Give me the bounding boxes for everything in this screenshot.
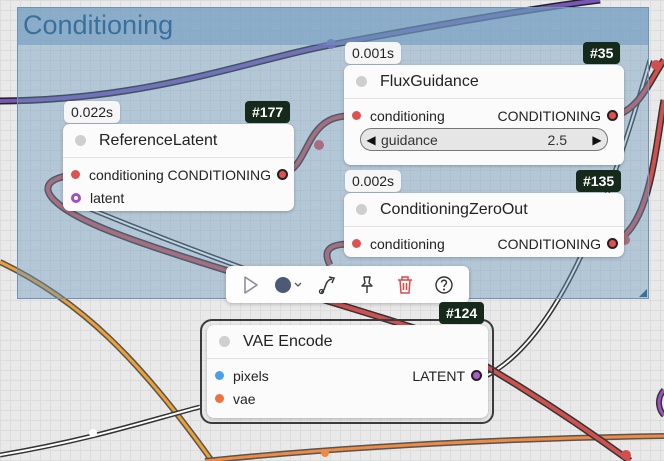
decrement-arrow-icon[interactable]: ◀ [366,132,376,147]
output-slot-conditioning[interactable]: CONDITIONING [498,104,618,127]
node-timing: 0.002s [345,170,402,192]
node-header[interactable]: VAE Encode [207,325,488,359]
pin-icon[interactable] [351,271,383,299]
input-slot-conditioning[interactable]: conditioning [71,163,164,186]
node-title: ConditioningZeroOut [380,200,528,218]
color-picker-icon[interactable] [274,271,306,299]
output-dot-icon[interactable] [607,110,618,121]
input-slot-pixels[interactable]: pixels [215,364,269,387]
slot-label: CONDITIONING [497,107,601,124]
node-title: VAE Encode [243,332,333,350]
increment-arrow-icon[interactable]: ▶ [592,132,602,147]
node-timing: 0.001s [345,42,402,64]
slot-label: pixels [233,367,269,384]
input-dot-icon[interactable] [352,111,361,120]
input-dot-icon[interactable] [215,394,224,403]
slot-label: LATENT [412,367,465,384]
delete-icon[interactable] [389,271,421,299]
node-title: ReferenceLatent [99,131,218,149]
node-header[interactable]: ConditioningZeroOut [344,193,624,227]
slot-label: conditioning [89,166,164,183]
slot-label: conditioning [370,235,445,252]
slot-label: CONDITIONING [497,235,601,252]
collapse-dot-icon[interactable] [356,76,367,87]
input-dot-icon[interactable] [352,239,361,248]
vae-encode-node[interactable]: VAE Encode pixels LATENT vae [207,325,488,418]
selection-outline [200,319,494,424]
selection-toolbox [226,266,469,303]
flux-guidance-node[interactable]: FluxGuidance conditioning CONDITIONING ◀… [344,65,624,165]
output-slot-conditioning[interactable]: CONDITIONING [498,232,618,255]
output-dot-icon[interactable] [471,370,482,381]
output-slot-latent[interactable]: LATENT [412,364,482,387]
node-id-badge: #35 [583,42,621,64]
guidance-widget[interactable]: ◀ guidance 2.5 ▶ [360,128,608,151]
group-resize-handle[interactable] [639,289,647,297]
node-header[interactable]: ReferenceLatent [63,124,294,158]
slot-label: vae [233,390,256,407]
node-id-badge: #124 [439,302,485,324]
node-title: FluxGuidance [380,72,479,90]
input-slot-vae[interactable]: vae [215,387,256,410]
collapse-dot-icon[interactable] [219,336,230,347]
input-dot-icon[interactable] [215,371,224,380]
node-id-badge: #135 [576,170,622,192]
play-icon[interactable] [235,271,267,299]
node-header[interactable]: FluxGuidance [344,65,624,99]
slot-label: conditioning [370,107,445,124]
widget-label: guidance [381,131,438,148]
output-dot-icon[interactable] [277,169,288,180]
slot-label: latent [90,189,125,206]
output-dot-icon[interactable] [607,238,618,249]
conditioning-zero-out-node[interactable]: ConditioningZeroOut conditioning CONDITI… [344,193,624,257]
help-icon[interactable] [428,271,460,299]
node-timing: 0.022s [64,101,121,123]
collapse-dot-icon[interactable] [356,204,367,215]
input-slot-conditioning[interactable]: conditioning [352,104,445,127]
group-title[interactable]: Conditioning [18,8,648,45]
bypass-icon[interactable] [312,271,344,299]
node-id-badge: #177 [245,101,291,123]
widget-value[interactable]: 2.5 [547,131,567,148]
input-dot-icon[interactable] [71,170,80,179]
input-slot-conditioning[interactable]: conditioning [352,232,445,255]
slot-label: CONDITIONING [167,166,271,183]
output-slot-conditioning[interactable]: CONDITIONING [168,163,288,186]
reference-latent-node[interactable]: ReferenceLatent conditioning CONDITIONIN… [63,124,294,211]
input-dot-icon[interactable] [71,192,81,203]
collapse-dot-icon[interactable] [75,135,86,146]
input-slot-latent[interactable]: latent [71,186,124,209]
